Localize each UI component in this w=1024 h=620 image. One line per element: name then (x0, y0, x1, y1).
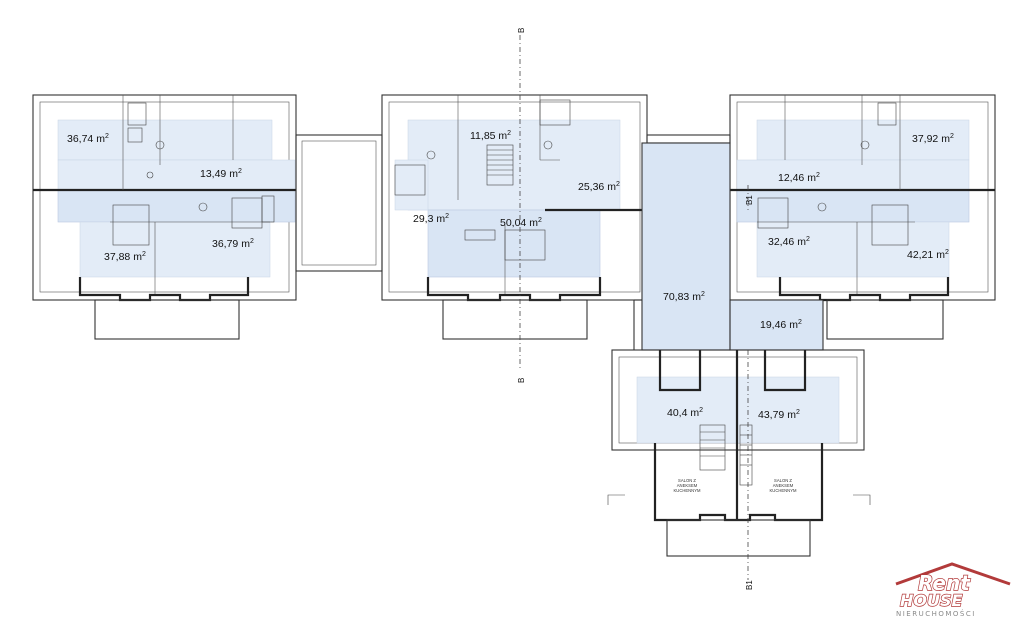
room-area-label: 13,49 m2 (200, 168, 242, 180)
room-area-label: 50,04 m2 (500, 217, 542, 229)
unit-left (32, 94, 297, 340)
room-area-label: 12,46 m2 (778, 172, 820, 184)
unit-bottom (607, 142, 871, 580)
section-markers: B B B1 B1 (517, 28, 754, 590)
room-area-label: 19,46 m2 (760, 319, 802, 331)
room-labels: 36,74 m2 13,49 m2 37,88 m2 36,79 m2 11,8… (67, 130, 954, 421)
room-area-label: 36,79 m2 (212, 238, 254, 250)
logo-word-house: HOUSE (900, 591, 963, 610)
unit-right (729, 94, 996, 340)
room-area-label: 42,21 m2 (907, 249, 949, 261)
room-area-label: 29,3 m2 (413, 213, 449, 225)
unit-left-room-area (57, 119, 273, 161)
room-area-label: 37,88 m2 (104, 251, 146, 263)
section-label-b1-top: B1 (745, 195, 754, 205)
room-area-label: 40,4 m2 (667, 407, 703, 419)
unit-middle (381, 35, 648, 370)
connector-right (646, 134, 731, 144)
logo-tagline: NIERUCHOMOŚCI (896, 609, 976, 618)
section-label-b1-bottom: B1 (745, 580, 754, 590)
room-area-label: 11,85 m2 (470, 130, 511, 142)
room-area-label: 70,83 m2 (663, 291, 705, 303)
stairs-bottom (699, 424, 726, 471)
room-area-label: 32,46 m2 (768, 236, 810, 248)
room-area-label: 43,79 m2 (758, 409, 800, 421)
section-label-b-bottom: B (517, 378, 526, 383)
room-area-label: 25,36 m2 (578, 181, 620, 193)
logo-word-rent: Rent (918, 571, 971, 595)
connector-left (295, 134, 383, 272)
rent-house-logo: Rent HOUSE NIERUCHOMOŚCI (895, 562, 1011, 618)
section-label-b-top: B (517, 28, 526, 33)
room-area-label: 37,92 m2 (912, 133, 954, 145)
room-area-label: 36,74 m2 (67, 133, 109, 145)
